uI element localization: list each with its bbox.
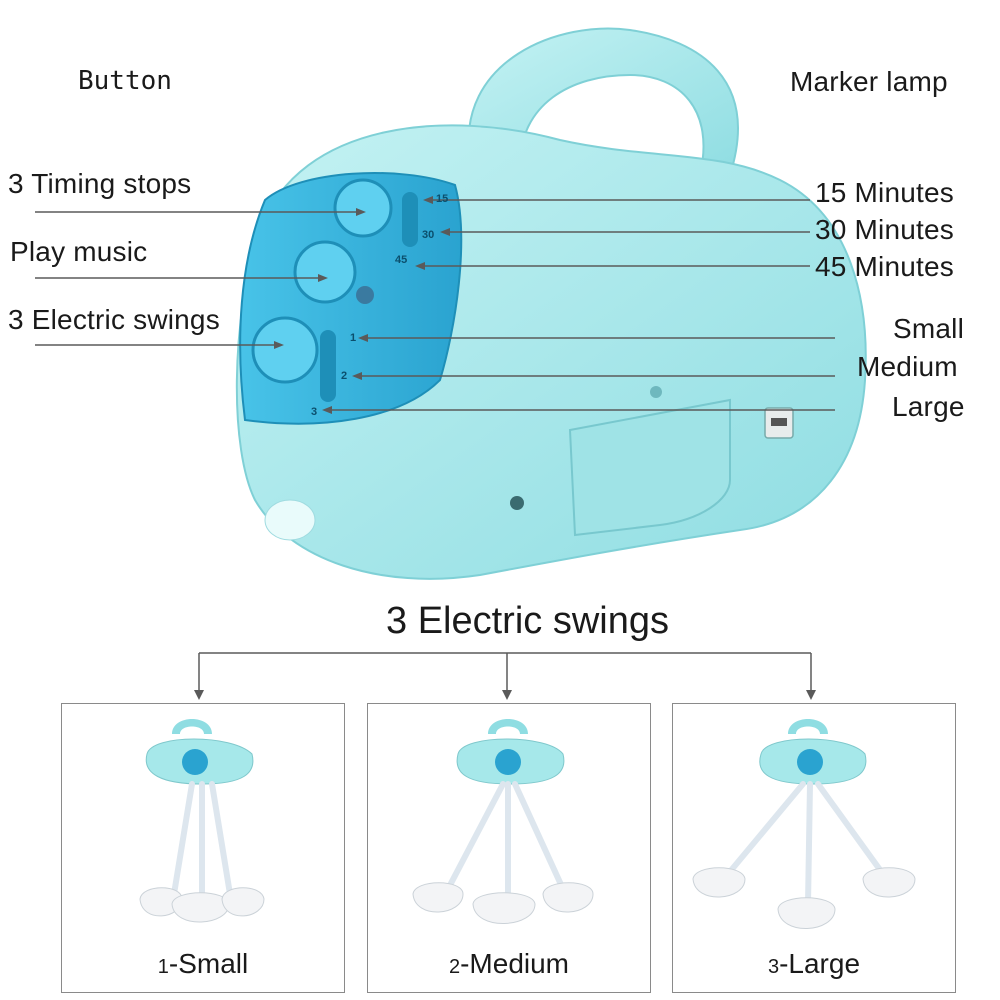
panel-large: 3-Large [672, 703, 956, 993]
label-button: Button [78, 66, 172, 96]
mark-1: 1 [350, 332, 356, 344]
label-30-minutes: 30 Minutes [815, 214, 954, 245]
label-timing-stops: 3 Timing stops [8, 168, 192, 199]
label-play-music: Play music [10, 236, 148, 267]
mark-15: 15 [436, 193, 448, 205]
leader-lines [35, 199, 835, 411]
caption-small: 1-Small [157, 948, 249, 979]
timer-indicator [402, 192, 418, 247]
label-electric-swings: 3 Electric swings [8, 304, 220, 335]
label-45-minutes: 45 Minutes [815, 251, 954, 282]
swing-small-illustration [139, 719, 265, 923]
mark-30: 30 [422, 229, 434, 241]
device-illustration: 15 30 45 1 2 3 [35, 27, 867, 580]
swing-large-illustration [692, 719, 916, 929]
mark-45: 45 [395, 254, 407, 266]
swing-medium-illustration [412, 719, 594, 924]
caption-medium: 2-Medium [448, 948, 570, 979]
panel-medium: 2-Medium [367, 703, 651, 993]
swing-indicator [320, 330, 336, 402]
section-title: 3 Electric swings [386, 600, 669, 642]
music-led [356, 286, 374, 304]
label-15-minutes: 15 Minutes [815, 177, 954, 208]
marker-lamp [264, 499, 316, 541]
label-small: Small [893, 313, 965, 344]
label-large: Large [892, 391, 965, 422]
speaker-hole [510, 496, 524, 510]
label-marker-lamp: Marker lamp [790, 66, 948, 97]
screw [650, 386, 662, 398]
timing-button [333, 178, 393, 238]
battery-door [568, 398, 731, 537]
mark-3: 3 [311, 406, 317, 418]
swing-button [251, 316, 319, 384]
panel-small: 1-Small [61, 703, 345, 993]
music-button [293, 240, 357, 304]
device-handle [467, 27, 739, 176]
label-medium: Medium [857, 351, 958, 382]
mark-2: 2 [341, 370, 347, 382]
caption-large: 3-Large [767, 948, 861, 979]
